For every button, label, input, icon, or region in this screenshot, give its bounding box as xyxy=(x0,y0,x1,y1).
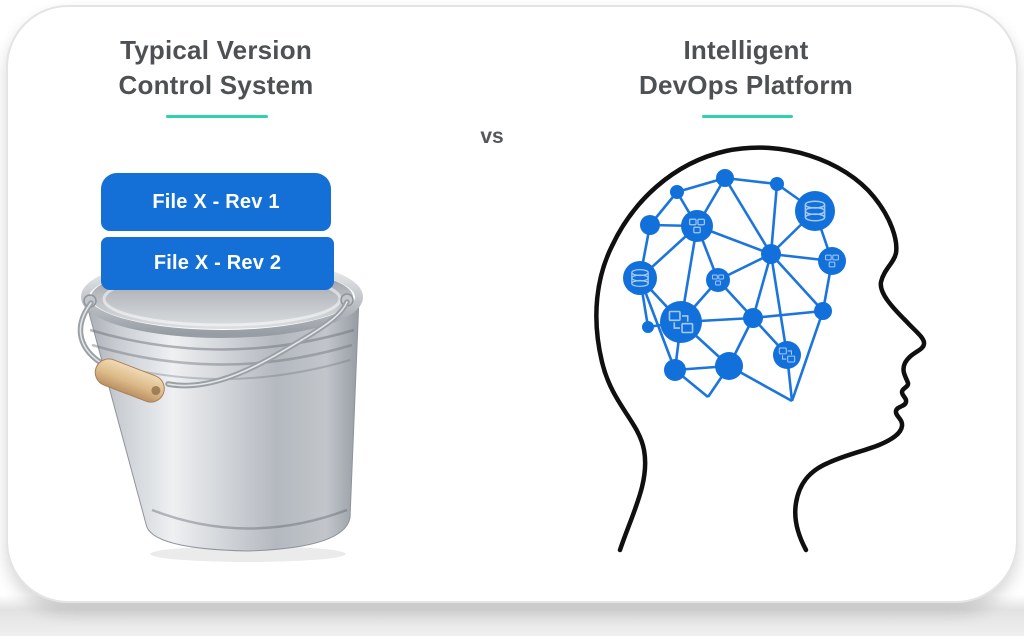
services-icon xyxy=(711,274,718,280)
pipeline-icon xyxy=(682,315,689,322)
network-node xyxy=(770,177,784,191)
pipeline-icon xyxy=(668,310,681,322)
left-panel-title: Typical Version Control System xyxy=(60,33,372,103)
network-node xyxy=(642,321,654,333)
network-edge xyxy=(769,253,789,356)
right-panel-title: Intelligent DevOps Platform xyxy=(590,33,902,103)
brain-network xyxy=(623,169,846,403)
pipeline-icon xyxy=(787,355,796,363)
bucket-ridge xyxy=(91,343,353,366)
network-edge xyxy=(723,177,773,255)
network-edge xyxy=(790,310,825,402)
handle-wire-shine xyxy=(79,302,107,367)
services-icon xyxy=(715,280,721,286)
services-icon xyxy=(828,261,836,268)
network-node xyxy=(681,210,713,242)
bucket-bottom-crease xyxy=(151,508,348,530)
right-title-line1: Intelligent xyxy=(683,35,809,65)
handle-wire-shine xyxy=(167,301,348,387)
network-node xyxy=(773,341,801,369)
pipeline-icon xyxy=(778,347,787,355)
file-rev-label-2: File X - Rev 2 xyxy=(101,237,334,290)
network-edge xyxy=(770,253,824,312)
network-node xyxy=(715,352,743,380)
services-icon xyxy=(718,274,725,280)
pipeline-icon xyxy=(681,322,694,334)
network-node xyxy=(670,185,684,199)
services-icon xyxy=(689,218,697,226)
bucket-shadow xyxy=(150,546,346,562)
network-node xyxy=(814,302,832,320)
network-node xyxy=(795,191,835,231)
pipeline-icon xyxy=(673,322,680,329)
pipeline-icon xyxy=(781,355,787,360)
wooden-grip xyxy=(94,358,165,403)
head-illustration xyxy=(594,145,927,553)
left-title-line2: Control System xyxy=(118,70,314,100)
file-rev-label-1: File X - Rev 1 xyxy=(101,173,331,231)
pipeline-icon xyxy=(787,350,793,355)
file-rev-label-2-text: File X - Rev 2 xyxy=(153,252,282,274)
network-node xyxy=(761,244,781,264)
right-title-underline xyxy=(702,115,793,118)
vs-label: vs xyxy=(480,125,504,148)
network-node xyxy=(706,268,730,292)
bucket-handle xyxy=(77,293,354,403)
network-node xyxy=(623,261,657,295)
right-title-line2: DevOps Platform xyxy=(639,70,853,100)
left-title-line1: Typical Version xyxy=(120,35,312,65)
network-edge xyxy=(752,309,824,320)
network-node xyxy=(716,169,734,187)
network-node xyxy=(818,247,846,275)
left-title-underline xyxy=(166,115,268,118)
services-icon xyxy=(832,254,839,261)
services-icon xyxy=(825,254,832,261)
bucket-ridge xyxy=(89,328,355,351)
network-node xyxy=(640,215,660,235)
network-node xyxy=(664,359,686,381)
network-edge xyxy=(769,183,779,255)
bucket-illustration xyxy=(77,256,363,562)
services-icon xyxy=(693,226,701,234)
head-outline xyxy=(594,145,927,553)
network-node xyxy=(743,308,763,328)
file-rev-label-1-text: File X - Rev 1 xyxy=(152,191,280,213)
network-edge xyxy=(751,253,773,319)
services-icon xyxy=(697,218,705,226)
network-node xyxy=(660,301,702,343)
